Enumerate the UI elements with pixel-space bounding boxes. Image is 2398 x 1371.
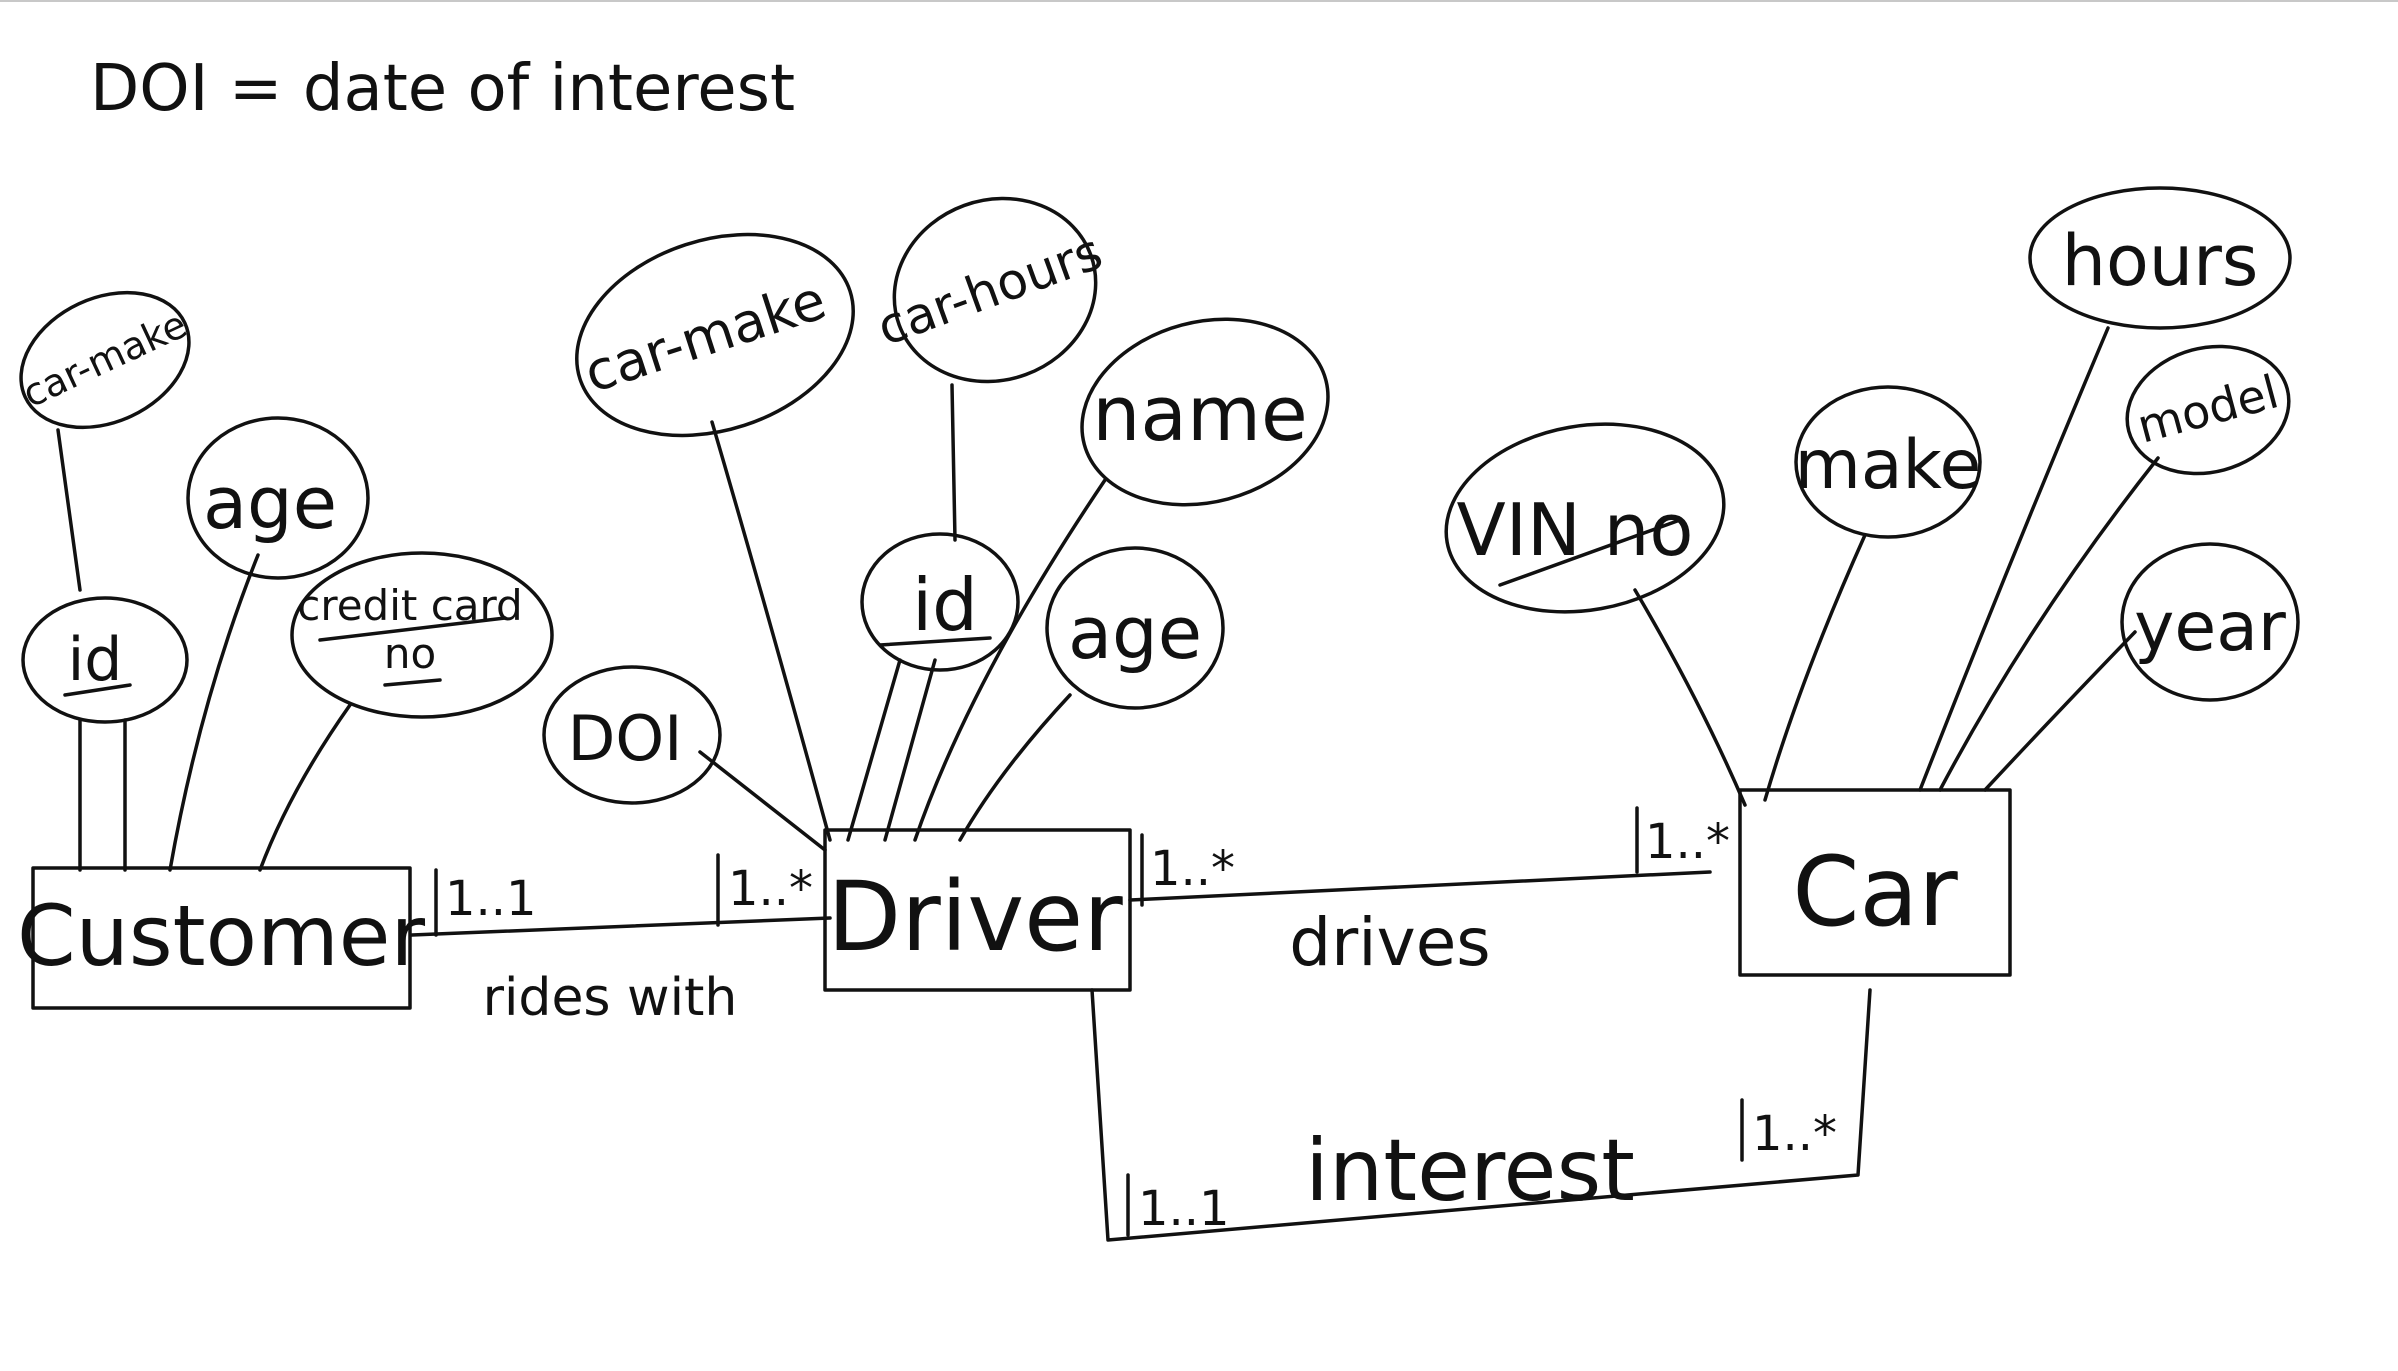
- relationship-interest[interactable]: 1..1 1..* interest: [1090, 988, 1872, 1242]
- attribute-driver-age[interactable]: age: [1045, 546, 1225, 710]
- attribute-driver-car-hours[interactable]: car-hours: [868, 171, 1121, 410]
- cardinality-drives-car: 1..*: [1645, 814, 1730, 870]
- cardinality-rides-with-customer: 1..1: [445, 871, 537, 927]
- attribute-car-hours[interactable]: hours: [2028, 186, 2292, 330]
- entity-customer[interactable]: Customer: [17, 866, 425, 1010]
- attribute-driver-id-label: id: [912, 563, 978, 647]
- key-underline-customer-id: [63, 683, 132, 697]
- attribute-customer-car-make-label: car-make: [16, 302, 194, 416]
- cardinality-rides-with-driver: 1..*: [728, 861, 813, 917]
- attribute-driver-doi-label: DOI: [568, 702, 683, 775]
- entity-car-label: Car: [1792, 836, 1958, 948]
- cardinality-interest-driver: 1..1: [1138, 1181, 1230, 1237]
- top-border: [0, 0, 2398, 2]
- attribute-customer-age-label: age: [203, 461, 337, 545]
- car-attribute-links: [1633, 326, 2160, 807]
- entity-car[interactable]: Car: [1738, 788, 2012, 977]
- attribute-driver-car-hours-label: car-hours: [870, 223, 1110, 358]
- key-underline-car-vin: [1498, 518, 1682, 587]
- attribute-customer-credit-card-no[interactable]: credit card no: [290, 551, 554, 719]
- entity-driver[interactable]: Driver: [823, 828, 1132, 992]
- cardinality-drives-driver: 1..*: [1150, 841, 1235, 897]
- key-underline-customer-credit-card-no: [383, 678, 442, 687]
- relationship-rides-with[interactable]: 1..1 1..* rides with: [410, 853, 832, 1028]
- attribute-car-make[interactable]: make: [1794, 385, 1982, 539]
- attribute-driver-name-label: name: [1092, 369, 1308, 458]
- attribute-car-model[interactable]: model: [2113, 329, 2304, 491]
- attribute-driver-car-make-label: car-make: [577, 268, 834, 405]
- attribute-car-hours-label: hours: [2062, 220, 2259, 302]
- entity-driver-label: Driver: [827, 861, 1123, 973]
- key-underline-driver-id: [878, 636, 992, 647]
- cardinality-interest-car: 1..*: [1752, 1106, 1837, 1162]
- note-doi-definition: DOI = date of interest: [90, 52, 795, 126]
- attribute-customer-credit-card-label-line2: no: [384, 629, 436, 678]
- relationship-interest-label: interest: [1305, 1121, 1635, 1221]
- relationship-rides-with-label: rides with: [483, 968, 738, 1028]
- attribute-driver-age-label: age: [1068, 591, 1202, 675]
- attribute-customer-credit-card-label-line1: credit card: [297, 581, 522, 630]
- attribute-customer-id-label: id: [68, 625, 123, 695]
- attribute-customer-id[interactable]: id: [21, 596, 189, 724]
- attribute-car-vin-no[interactable]: VIN no: [1431, 403, 1739, 633]
- attribute-car-make-label: make: [1795, 426, 1982, 505]
- attribute-customer-car-make[interactable]: car-make: [0, 267, 211, 454]
- attribute-customer-age[interactable]: age: [186, 416, 370, 580]
- customer-attribute-links: [56, 428, 352, 872]
- attribute-driver-doi[interactable]: DOI: [542, 665, 722, 805]
- relationship-drives[interactable]: 1..* 1..* drives: [1128, 806, 1730, 981]
- entity-customer-label: Customer: [17, 887, 425, 985]
- attribute-car-year-label: year: [2134, 588, 2286, 667]
- attribute-car-model-label: model: [2132, 364, 2284, 453]
- attribute-driver-id[interactable]: id: [860, 532, 1020, 672]
- key-underline-customer-credit-card: [318, 616, 507, 642]
- relationship-drives-label: drives: [1289, 904, 1490, 981]
- attribute-car-year[interactable]: year: [2120, 542, 2300, 702]
- driver-attribute-links: [698, 383, 1107, 852]
- attribute-driver-name[interactable]: name: [1061, 293, 1349, 532]
